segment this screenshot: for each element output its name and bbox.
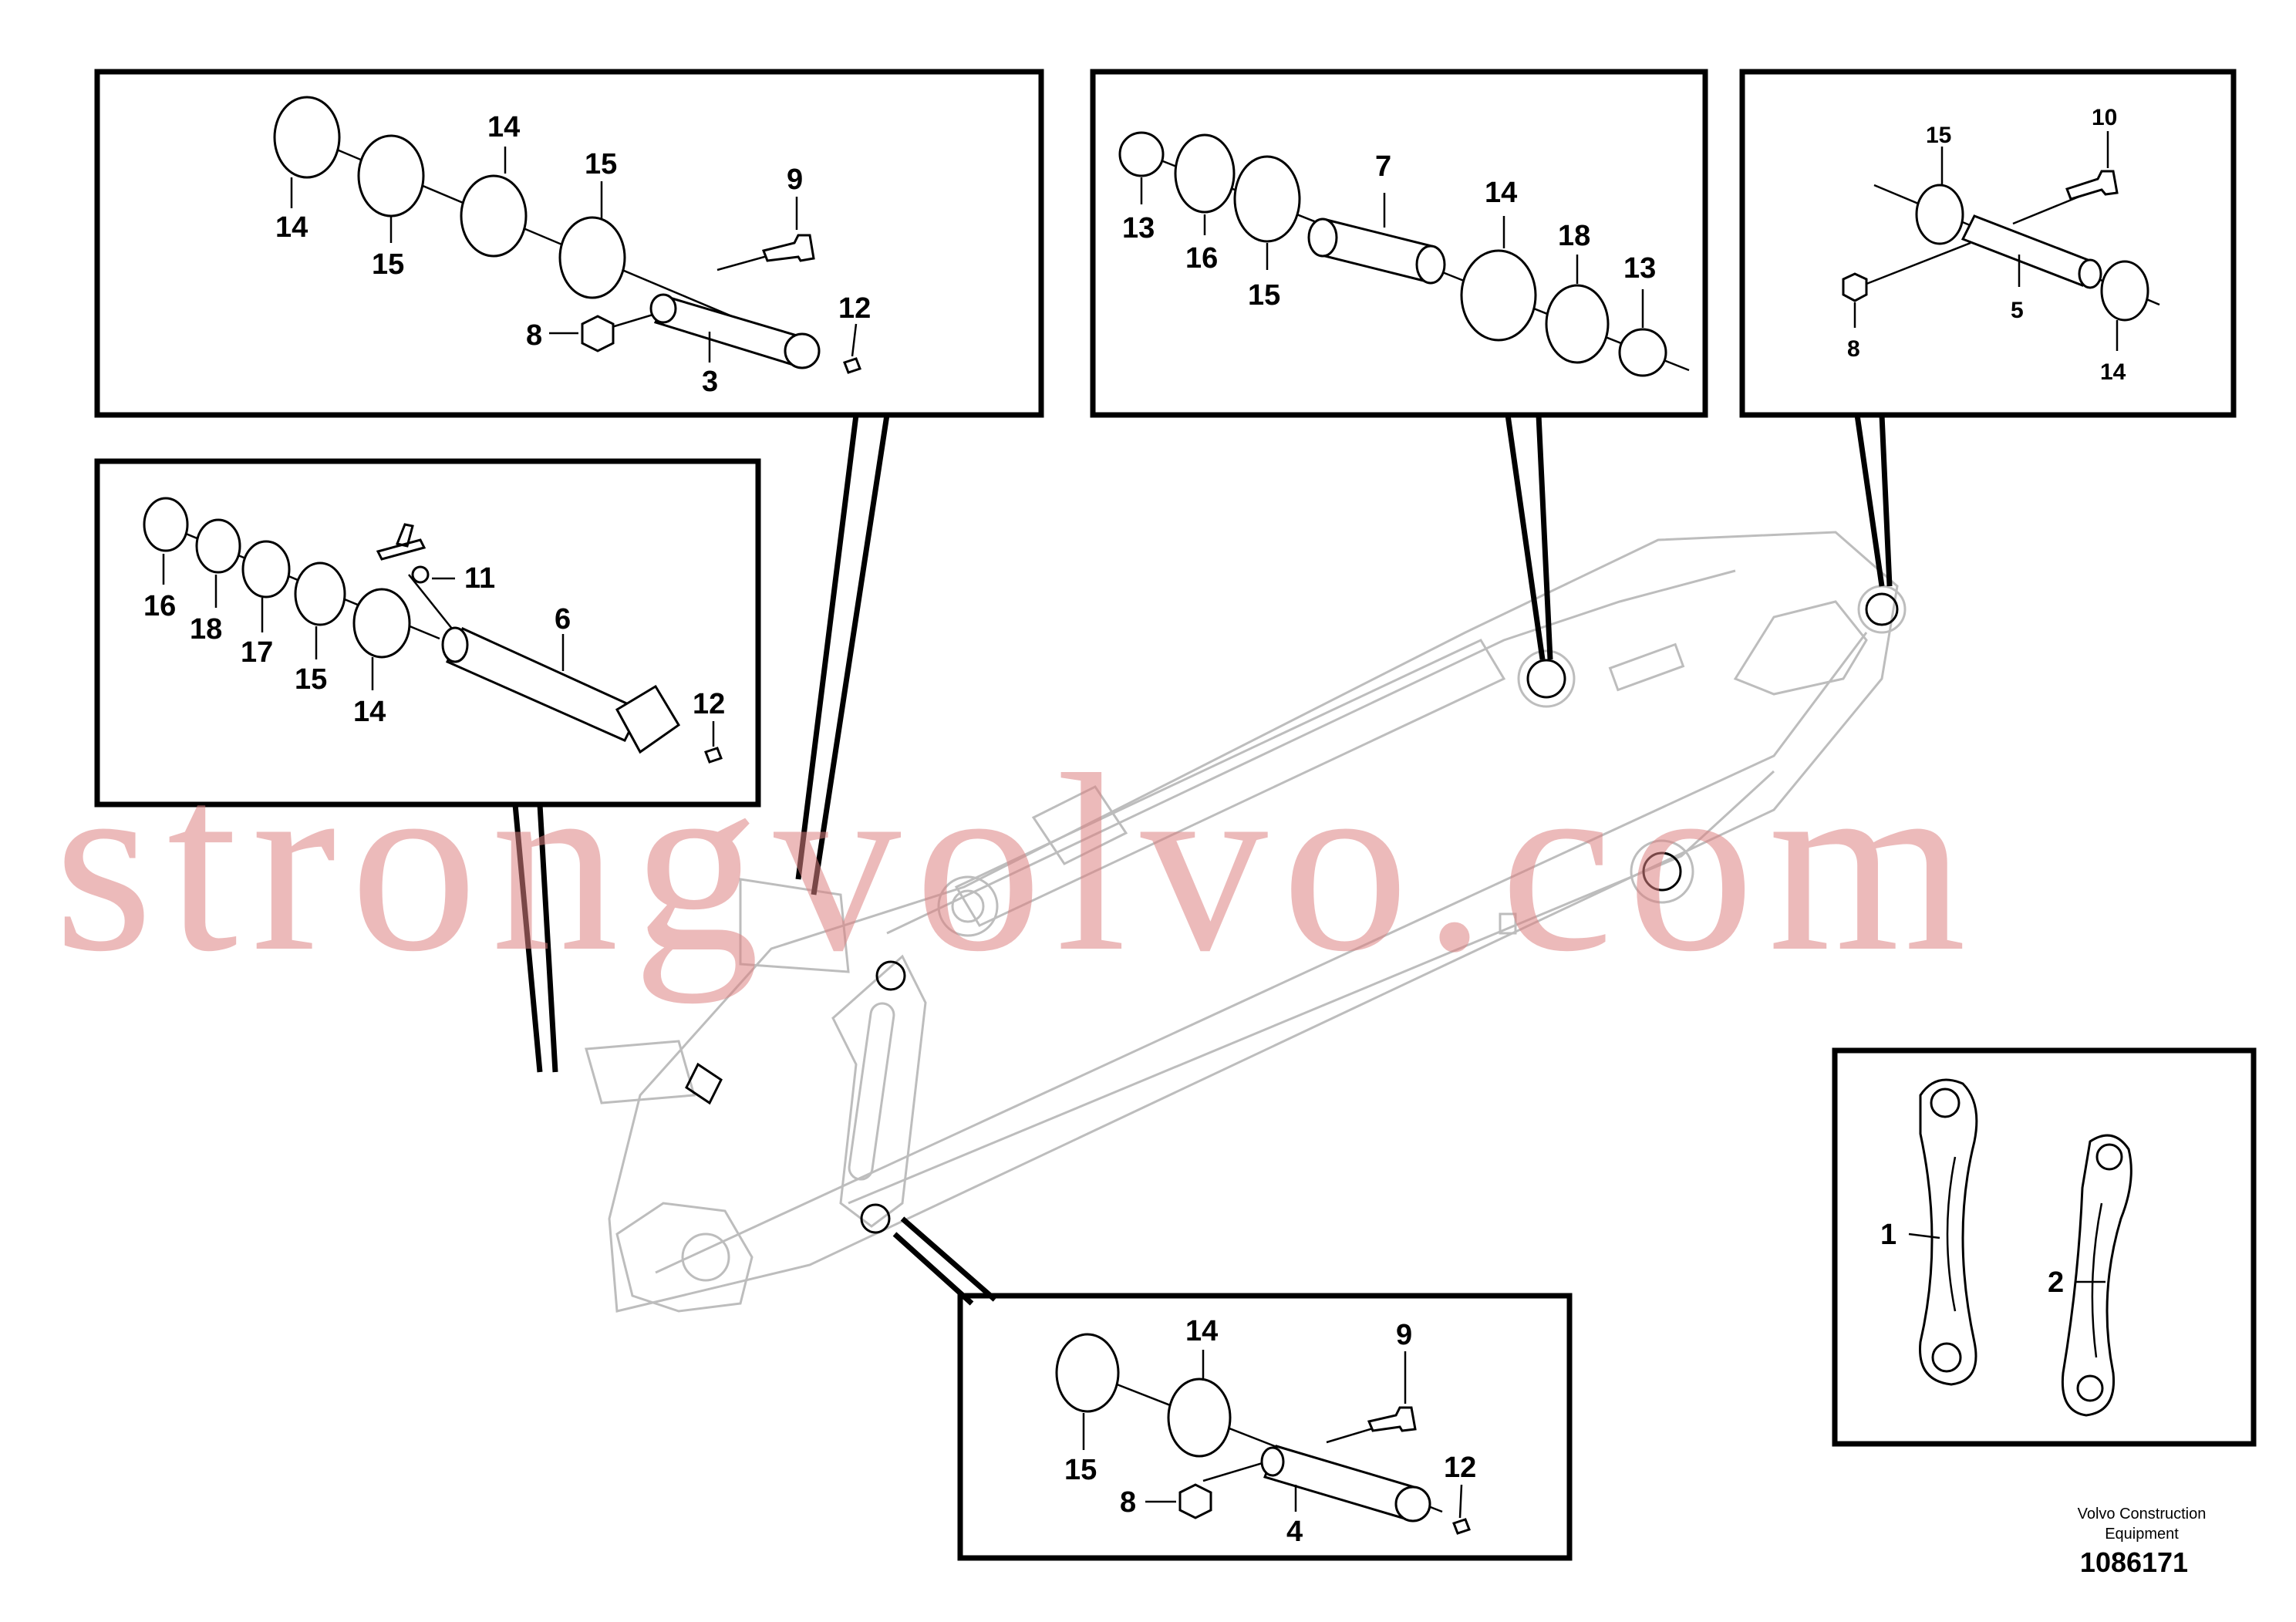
pin-6 — [445, 627, 642, 742]
washer-14-d — [2100, 260, 2149, 322]
detail-panel-bottom-right: 1 2 — [1832, 1047, 2257, 1447]
callout-14: 14 — [353, 696, 386, 728]
callout-15: 15 — [1064, 1454, 1097, 1486]
callout-13: 13 — [1623, 252, 1656, 285]
washer-15-b — [558, 216, 626, 299]
callout-2: 2 — [2048, 1266, 2064, 1299]
washer-15-e — [294, 561, 346, 626]
callout-9: 9 — [1396, 1319, 1412, 1351]
callout-1: 1 — [1880, 1219, 1896, 1251]
bolt-9 — [1367, 1406, 1417, 1432]
circlip-13-a — [1118, 131, 1165, 177]
shim-18 — [195, 518, 241, 574]
o-ring-16 — [143, 497, 189, 552]
shim-16 — [1174, 133, 1236, 214]
grease-nipple-12 — [1452, 1518, 1471, 1535]
callout-14: 14 — [1185, 1315, 1218, 1347]
nut-8 — [1178, 1483, 1212, 1519]
callout-16: 16 — [1185, 242, 1218, 275]
callout-15: 15 — [1248, 279, 1280, 312]
seal-17 — [241, 540, 291, 599]
washer-15-d — [1915, 184, 1964, 245]
callout-18: 18 — [190, 613, 222, 646]
shim-18 — [1545, 284, 1610, 364]
washer-15-a — [357, 134, 425, 218]
callout-8: 8 — [526, 319, 542, 352]
detail-panel-bottom-center: 14 9 15 8 4 12 — [892, 1216, 1573, 1561]
callout-12: 12 — [1444, 1452, 1476, 1484]
washer-14-b — [460, 174, 528, 258]
callout-4: 4 — [1286, 1516, 1303, 1548]
pin-5 — [1961, 214, 2096, 287]
nut-8 — [1842, 272, 1868, 302]
washer-15-c — [1233, 155, 1301, 243]
callout-15: 15 — [585, 148, 617, 180]
callout-13: 13 — [1122, 212, 1155, 244]
callout-9: 9 — [787, 164, 803, 196]
callout-14: 14 — [1485, 177, 1517, 209]
callout-14: 14 — [487, 111, 520, 143]
callout-6: 6 — [555, 603, 571, 636]
washer-14-f — [1167, 1378, 1232, 1458]
link-2 — [2061, 1134, 2132, 1417]
lock-plate — [615, 684, 681, 754]
washer-14-e — [352, 588, 411, 659]
callout-17: 17 — [241, 636, 273, 669]
callout-15: 15 — [1926, 123, 1951, 148]
nut-8 — [581, 315, 615, 352]
detail-panel-top-left: 14 15 14 15 9 8 3 12 — [94, 69, 1044, 895]
circlip-13-b — [1618, 328, 1667, 377]
callout-8: 8 — [1120, 1486, 1136, 1519]
callout-7: 7 — [1375, 150, 1391, 183]
callout-12: 12 — [838, 292, 871, 325]
callout-15: 15 — [372, 248, 404, 281]
callout-3: 3 — [702, 366, 718, 398]
callout-16: 16 — [143, 590, 176, 622]
grease-nipple-12 — [843, 357, 861, 374]
brand-caption: Volvo Construction Equipment — [2077, 1506, 2207, 1543]
callout-11: 11 — [464, 562, 495, 595]
bolt-9 — [761, 234, 815, 262]
grease-nipple-12 — [704, 747, 723, 764]
bolt-10 — [2065, 170, 2119, 201]
callout-18: 18 — [1558, 220, 1590, 252]
callout-8: 8 — [1847, 336, 1860, 362]
washer-15-f — [1055, 1333, 1120, 1413]
detail-panel-mid-left: 16 18 17 15 14 11 6 12 — [94, 458, 761, 1073]
callout-14: 14 — [2100, 359, 2126, 385]
detail-panel-top-middle: 13 16 15 7 14 18 13 — [1090, 69, 1708, 660]
washer-14-a — [273, 96, 341, 179]
callout-5: 5 — [2011, 298, 2024, 323]
lock-pin-11 — [376, 523, 426, 561]
callout-10: 10 — [2092, 105, 2117, 130]
detail-panel-top-right: 15 10 8 5 14 — [1739, 69, 2237, 587]
drawing-number: 1086171 — [2079, 1546, 2189, 1578]
callout-15: 15 — [295, 663, 327, 696]
callout-12: 12 — [693, 688, 725, 720]
boom-assembly — [585, 531, 1907, 1313]
washer-14-c — [1460, 249, 1537, 342]
callout-14: 14 — [275, 211, 308, 244]
